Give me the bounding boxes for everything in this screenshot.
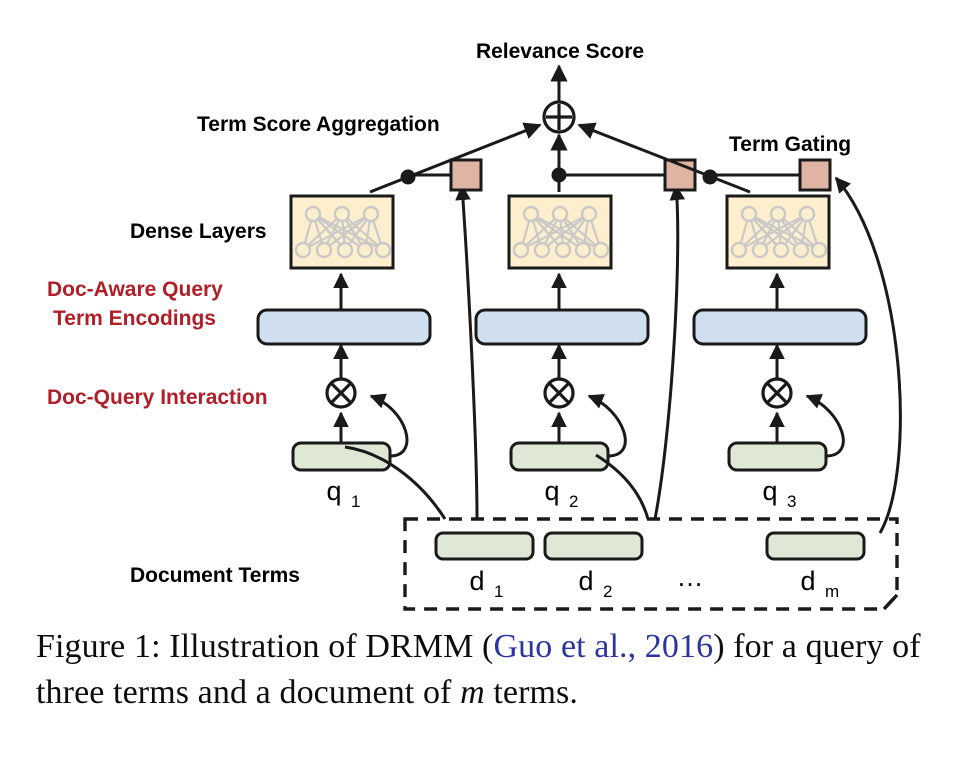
document-term-sub-m: m	[825, 582, 839, 601]
caption-math-variable: m	[460, 673, 485, 711]
encoding-bar-1	[256, 308, 432, 346]
document-term-sub-1: 1	[494, 582, 503, 601]
curve-q2-to-interaction-2	[587, 393, 627, 458]
label-dense-layers: Dense Layers	[130, 220, 267, 243]
query-term-sub-1: 1	[351, 492, 360, 511]
curve-doc-to-gate-1	[455, 184, 479, 520]
label-doc-query-interaction: Doc-Query Interaction	[47, 386, 268, 409]
figure-caption: Figure 1: Illustration of DRMM (Guo et a…	[36, 624, 936, 715]
label-document-terms: Document Terms	[130, 564, 300, 587]
term-gate-square-3	[798, 158, 832, 192]
dense-layer-box-1	[289, 194, 395, 270]
label-term-score-aggregation: Term Score Aggregation	[197, 113, 440, 136]
caption-close-paren: ) for a query of three terms and a docum…	[36, 628, 921, 711]
encoding-bar-3	[692, 308, 868, 346]
curve-q3-to-interaction-3	[805, 393, 845, 458]
interaction-node-2	[543, 377, 575, 409]
query-term-label-3: q	[762, 476, 777, 506]
aggregation-dot-2	[551, 167, 567, 183]
interaction-node-1	[325, 377, 357, 409]
document-terms-box-corner	[882, 593, 899, 611]
drmm-architecture-diagram: Relevance Score Term Score Aggregation T…	[47, 40, 902, 611]
curve-doc-to-gate-3	[834, 176, 902, 534]
caption-prefix: Figure 1: Illustration of	[36, 628, 366, 665]
caption-open-paren: (	[473, 628, 494, 665]
curve-doc-cross-mid	[595, 453, 650, 520]
curve-q1-to-interaction-1	[369, 393, 409, 458]
caption-suffix: terms.	[484, 673, 578, 711]
aggregation-line-right	[577, 122, 751, 194]
caption-citation-link[interactable]: Guo et al., 2016	[493, 628, 714, 665]
caption-model-name: DRMM	[365, 628, 474, 665]
query-term-sub-3: 3	[787, 492, 796, 511]
interaction-node-3	[761, 377, 793, 409]
query-term-sub-2: 2	[569, 492, 578, 511]
aggregation-dot-3	[702, 169, 718, 185]
query-term-box-3	[727, 441, 828, 472]
query-term-box-2	[509, 441, 610, 472]
document-term-box-2	[543, 531, 644, 561]
document-term-ellipsis: …	[677, 562, 704, 592]
label-doc-aware-query-line1: Doc-Aware Query	[47, 278, 223, 301]
curve-doc-cross-left	[344, 445, 447, 520]
dense-layer-box-3	[725, 194, 831, 270]
query-term-label-2: q	[544, 476, 559, 506]
encoding-bar-2	[474, 308, 650, 346]
query-term-label-1: q	[326, 476, 341, 506]
document-term-sub-2: 2	[603, 582, 612, 601]
document-term-label-1: d	[469, 566, 484, 596]
document-term-box-m	[765, 531, 866, 561]
label-relevance-score: Relevance Score	[476, 40, 644, 63]
document-term-box-1	[434, 531, 535, 561]
label-term-gating: Term Gating	[729, 133, 851, 156]
aggregation-sum-node	[542, 100, 576, 134]
label-doc-aware-query-line2: Term Encodings	[53, 307, 216, 330]
document-term-label-2: d	[578, 566, 593, 596]
aggregation-line-left	[369, 122, 542, 194]
curve-doc-to-gate-2	[653, 184, 686, 520]
term-gate-square-1	[449, 158, 483, 192]
aggregation-dot-1	[400, 169, 416, 185]
document-term-label-m: d	[800, 566, 815, 596]
dense-layer-box-2	[507, 194, 613, 270]
